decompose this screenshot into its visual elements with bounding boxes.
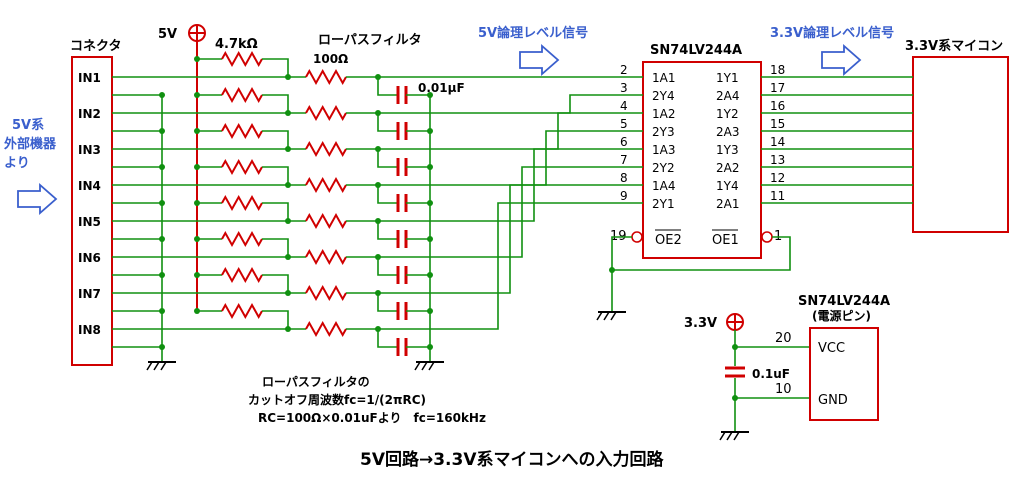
input-label-1: IN1 [78, 71, 101, 85]
ic-name: SN74LV244A [650, 43, 742, 58]
ic-left-pin-name: 2Y3 [652, 125, 675, 139]
note-line-1: ローパスフィルタの [262, 375, 370, 389]
ic-left-pin-num: 4 [620, 99, 628, 113]
note-line-2: カットオフ周波数fc=1/(2πRC) [248, 392, 426, 407]
sig-33v-label: 3.3V論理レベル信号 [770, 25, 894, 41]
ic-right-pin-num: 14 [770, 135, 785, 149]
pullup-resistor [221, 230, 263, 248]
ext-input-arrow [17, 183, 58, 215]
ext-label-3: より [4, 156, 30, 171]
oe1-bubble [761, 231, 773, 243]
mcu-box [912, 56, 1009, 233]
connector-box [71, 56, 113, 366]
ic-right-pin-num: 18 [770, 63, 785, 77]
ic-right-pin-num: 16 [770, 99, 785, 113]
ground-symbol [146, 350, 176, 371]
ic-right-pin-name: 1Y2 [716, 107, 739, 121]
filter-resistor-value: 100Ω [313, 52, 348, 66]
vcc-label: VCC [818, 341, 845, 356]
ic-right-pin-num: 11 [770, 189, 785, 203]
ground-symbol [596, 300, 626, 321]
filter-resistor [305, 284, 347, 302]
pin20-label: 20 [775, 331, 792, 346]
ic-right-pin-name: 2A1 [716, 197, 739, 211]
pwr-ic-sub: (電源ピン) [812, 308, 871, 323]
input-label-4: IN4 [78, 179, 101, 193]
input-label-7: IN7 [78, 287, 101, 301]
ic-right-pin-name: 1Y3 [716, 143, 739, 157]
ic-left-pin-num: 3 [620, 81, 628, 95]
ic-left-pin-name: 1A4 [652, 179, 675, 193]
pullup-resistor [221, 50, 263, 68]
ic-left-pin-name: 1A1 [652, 71, 675, 85]
ic-right-pin-name: 2A4 [716, 89, 739, 103]
pullup-resistor-value: 4.7kΩ [215, 37, 258, 52]
pullup-resistor [221, 302, 263, 320]
ic-left-pin-name: 2Y4 [652, 89, 675, 103]
input-label-2: IN2 [78, 107, 101, 121]
ic-left-pin-name: 1A3 [652, 143, 675, 157]
input-label-8: IN8 [78, 323, 101, 337]
oe1-label: OE1 [712, 233, 739, 248]
ic-left-pin-num: 9 [620, 189, 628, 203]
ic-right-pin-name: 1Y4 [716, 179, 739, 193]
filter-resistor [305, 68, 347, 86]
filter-resistor [305, 320, 347, 338]
input-label-5: IN5 [78, 215, 101, 229]
filter-resistor [305, 248, 347, 266]
input-label-3: IN3 [78, 143, 101, 157]
ic-left-pin-num: 8 [620, 171, 628, 185]
ic-right-pin-num: 13 [770, 153, 785, 167]
filter-resistor [305, 140, 347, 158]
pwr-ic-name: SN74LV244A [798, 294, 890, 309]
ground-symbol [414, 350, 444, 371]
lpf-title: ローパスフィルタ [318, 33, 422, 48]
ic-left-pin-name: 2Y1 [652, 197, 675, 211]
ic-left-pin-name: 2Y2 [652, 161, 675, 175]
filter-cap-value: 0.01μF [418, 81, 465, 95]
sig-5v-label: 5V論理レベル信号 [478, 25, 588, 41]
oe2-label: OE2 [655, 233, 682, 248]
bypass-cap-value: 0.1uF [752, 367, 790, 381]
mcu-label: 3.3V系マイコン [905, 38, 1003, 54]
ic-box [642, 61, 762, 259]
oe2-bubble [631, 231, 643, 243]
ic-left-pin-name: 1A2 [652, 107, 675, 121]
filter-resistor [305, 104, 347, 122]
supply-33v-label: 3.3V [684, 316, 717, 331]
pullup-resistor [221, 194, 263, 212]
ic-left-pin-num: 2 [620, 63, 628, 77]
filter-resistor [305, 176, 347, 194]
ic-right-pin-name: 1Y1 [716, 71, 739, 85]
sig-33v-arrow [821, 44, 862, 76]
pin10-label: 10 [775, 382, 792, 397]
filter-resistor [305, 212, 347, 230]
ic-right-pin-num: 17 [770, 81, 785, 95]
ic-right-pin-name: 2A3 [716, 125, 739, 139]
ext-label-1: 5V系 [12, 117, 44, 133]
ic-right-pin-name: 2A2 [716, 161, 739, 175]
supply-5v-label: 5V [158, 27, 177, 42]
input-label-6: IN6 [78, 251, 101, 265]
diagram-title: 5V回路→3.3V系マイコンへの入力回路 [360, 449, 665, 470]
ic-left-pin-num: 5 [620, 117, 628, 131]
ic-right-pin-num: 15 [770, 117, 785, 131]
ic-left-pin-num: 6 [620, 135, 628, 149]
pullup-resistor [221, 122, 263, 140]
power-pin-box [809, 327, 879, 421]
ext-label-2: 外部機器 [3, 136, 57, 152]
ic-left-pin-num: 7 [620, 153, 628, 167]
pullup-resistor [221, 158, 263, 176]
pullup-resistor [221, 86, 263, 104]
pullup-resistor [221, 266, 263, 284]
gnd-label: GND [818, 393, 848, 408]
connector-label: コネクタ [70, 39, 121, 54]
note-line-3: RC=100Ω×0.01uFより fc=160kHz [258, 411, 486, 425]
ic-right-pin-num: 12 [770, 171, 785, 185]
sig-5v-arrow [519, 44, 560, 76]
ground-symbol [719, 420, 749, 441]
